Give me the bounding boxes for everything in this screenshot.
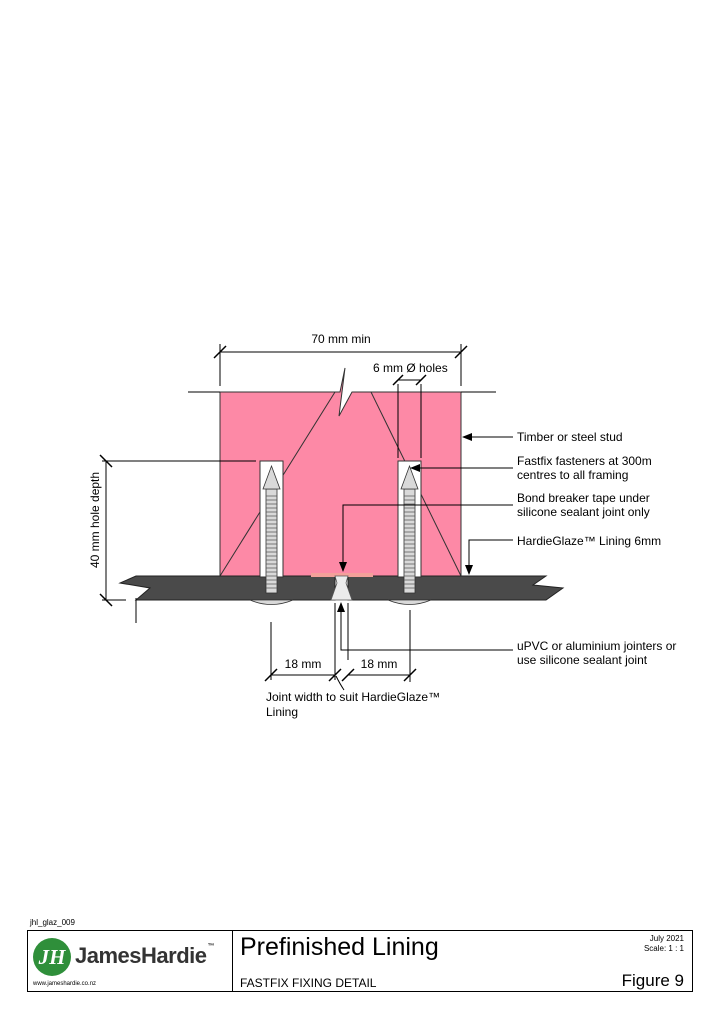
fastener-left [249,460,294,605]
label-dim-right: 18 mm [361,657,398,671]
label-depth: 40 mm hole depth [88,472,102,568]
fastener-right [387,460,432,605]
leader-jointer [337,602,513,651]
label-dim-left: 18 mm [285,657,322,671]
dimension-depth [99,454,256,623]
fastener-shank [265,488,278,594]
label-bond-breaker-line1: Bond breaker tape under [517,491,650,505]
label-jointer-line2: use silicone sealant joint [517,653,648,667]
label-fasteners-line2: centres to all framing [517,468,628,482]
dimension-holes [392,374,427,458]
website-url: www.jameshardie.co.nz [33,981,97,987]
label-joint-line1: Joint width to suit HardieGlaze™ [266,690,440,704]
drawing-code: jhl_glaz_009 [30,918,75,927]
fastener-thread [266,495,277,589]
bond-breaker-tape [311,573,373,577]
page-title: Prefinished Lining [240,933,439,961]
label-jointer-line1: uPVC or aluminium jointers or [517,639,676,653]
label-width-dimension: 70 mm min [311,332,370,346]
fastener-head [249,599,294,605]
drawing-scale: Scale: 1 : 1 [643,944,684,953]
lining [118,573,565,601]
logo-panel: JH JamesHardie™ www.jameshardie.co.nz [28,931,233,991]
lining-board-right [347,575,565,601]
leader-lining [465,539,513,575]
title-block: JH JamesHardie™ www.jameshardie.co.nz Pr… [27,930,693,992]
fastener-tip [262,464,281,490]
label-bond-breaker-line2: silicone sealant joint only [517,505,650,519]
figure-number: Figure 9 [621,971,684,990]
logo-tm: ™ [207,943,214,950]
stud-body [219,367,462,577]
revision-date: July 2021 [649,934,684,943]
fastener-tip [400,464,419,490]
page-subtitle: FASTFIX FIXING DETAIL [240,976,377,990]
logo-wordmark: JamesHardie™ [75,943,214,969]
label-joint-line2: Lining [266,705,298,719]
dimension-bottom [264,603,417,691]
label-lining: HardieGlaze™ Lining 6mm [517,534,661,548]
dimension-width [213,344,468,386]
silicone-sealant-joint [330,575,353,601]
label-holes: 6 mm Ø holes [373,361,448,375]
fastener-thread [404,495,415,589]
james-hardie-logo-icon: JH [33,938,71,976]
logo-text: JamesHardie [75,943,207,968]
lining-board-left [118,575,336,601]
leader-bond-breaker [339,504,513,572]
fastener-head [387,599,432,605]
label-fasteners-line1: Fastfix fasteners at 300m [517,454,652,468]
label-stud: Timber or steel stud [517,430,623,444]
stud [188,367,496,577]
